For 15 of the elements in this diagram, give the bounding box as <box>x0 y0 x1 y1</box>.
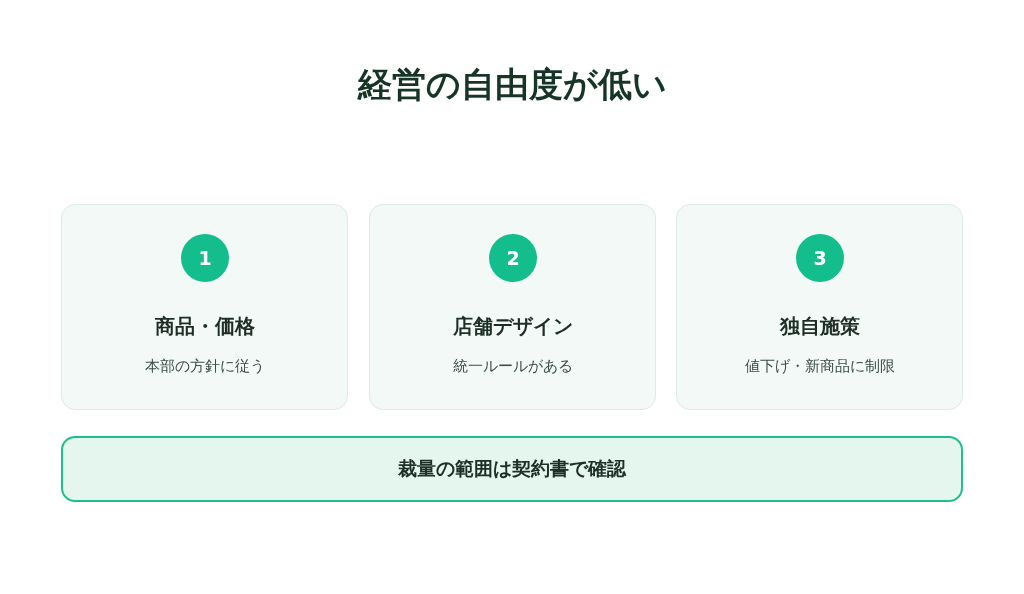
card-heading: 独自施策 <box>779 313 860 339</box>
number-circle: 2 <box>489 234 537 282</box>
card-description: 値下げ・新商品に制限 <box>744 356 895 376</box>
number-circle: 3 <box>796 234 844 282</box>
note-text: 裁量の範囲は契約書で確認 <box>398 456 626 481</box>
note-banner <box>61 436 963 502</box>
card <box>61 204 348 410</box>
card-description: 本部の方針に従う <box>144 356 265 376</box>
card-heading: 商品・価格 <box>154 313 255 339</box>
card <box>369 204 656 410</box>
card-heading: 店舗デザイン <box>452 313 573 339</box>
diagram-title: 経営の自由度が低い <box>357 63 667 106</box>
card <box>676 204 963 410</box>
card-description: 統一ルールがある <box>452 356 573 376</box>
number-circle: 1 <box>181 234 229 282</box>
